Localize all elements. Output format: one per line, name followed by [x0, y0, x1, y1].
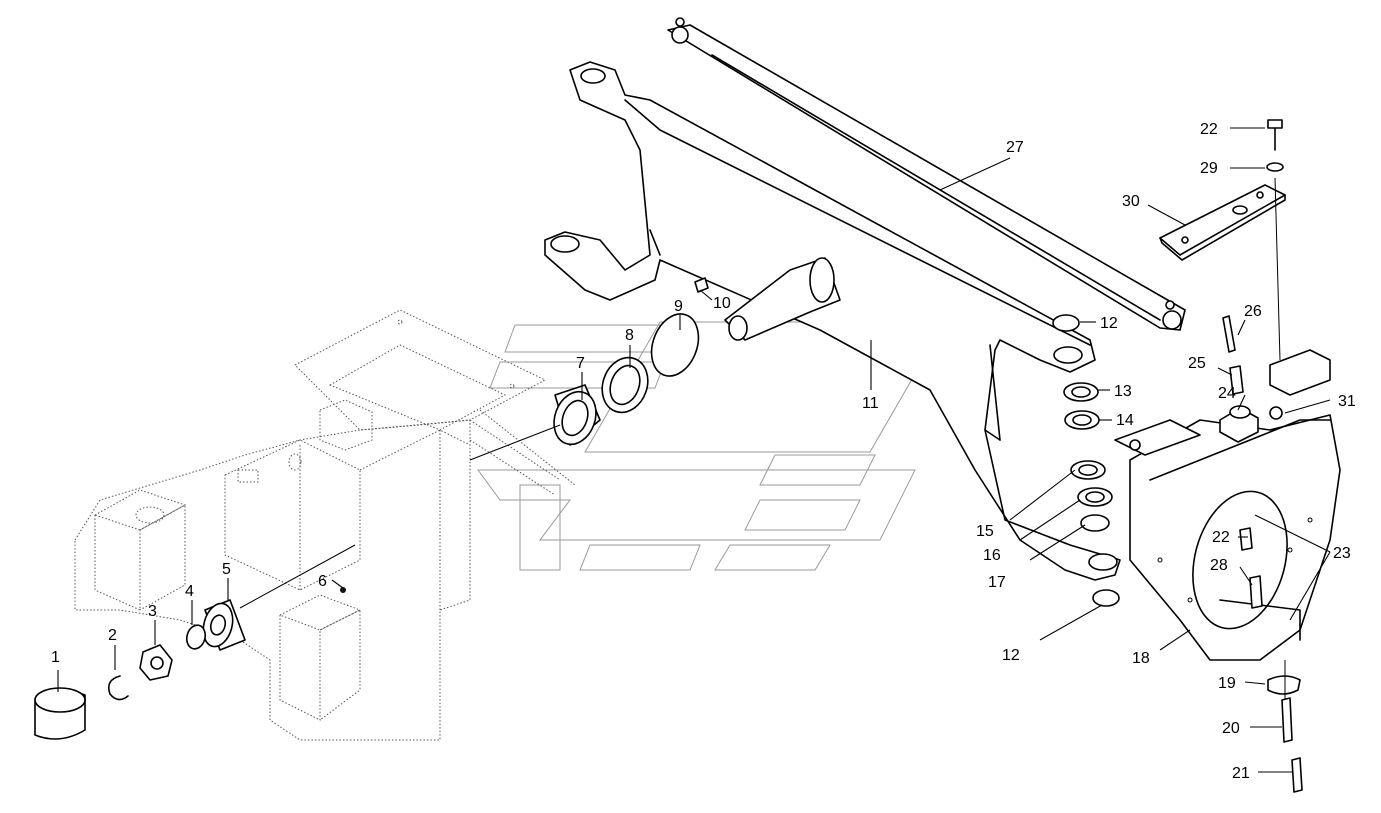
support-bracket: [1114, 349, 1341, 661]
callout-2: 2: [108, 627, 117, 644]
callout-5: 5: [222, 561, 231, 578]
callout-3: 3: [148, 603, 157, 620]
callout-20: 20: [1222, 720, 1240, 737]
callout-24: 24: [1218, 385, 1236, 402]
bolts-right: [1219, 119, 1303, 793]
callout-9: 9: [674, 298, 683, 315]
front-axle-beam: [544, 61, 1121, 581]
chassis-frame-outline: [74, 309, 576, 741]
callout-8: 8: [625, 327, 634, 344]
tie-rod: [667, 17, 1186, 331]
callout-4: 4: [185, 583, 194, 600]
left-hub-parts: [34, 544, 356, 740]
callout-29: 29: [1200, 160, 1218, 177]
pivot-shaft: [724, 257, 841, 341]
callout-7: 7: [576, 355, 585, 372]
callout-27: 27: [1006, 139, 1024, 156]
callout-31: 31: [1338, 393, 1356, 410]
callout-18: 18: [1132, 650, 1150, 667]
callout-6: 6: [318, 573, 327, 590]
right-bushings: [694, 277, 1120, 607]
callout-12-bottom: 12: [1002, 647, 1020, 664]
callout-15: 15: [976, 523, 994, 540]
callout-28: 28: [1210, 557, 1228, 574]
callout-19: 19: [1218, 675, 1236, 692]
callout-26: 26: [1244, 303, 1262, 320]
callout-16: 16: [983, 547, 1001, 564]
callout-30: 30: [1122, 193, 1140, 210]
callout-14: 14: [1116, 412, 1134, 429]
callout-22-top: 22: [1200, 121, 1218, 138]
callout-11: 11: [862, 395, 879, 412]
mounting-plate: [1159, 184, 1286, 261]
leader-lines: [57, 127, 1331, 773]
callout-1: 1: [51, 649, 60, 666]
callout-23: 23: [1333, 545, 1351, 562]
callout-21: 21: [1232, 765, 1250, 782]
bearing-assembly: [469, 313, 700, 461]
callout-numbers: 1 2 3 4 5 6 7 8 9 10 11 12 12 13 14 15 1…: [51, 121, 1356, 782]
callout-17: 17: [988, 574, 1006, 591]
callout-13: 13: [1114, 383, 1132, 400]
callout-22-mid: 22: [1212, 529, 1230, 546]
callout-25: 25: [1188, 355, 1206, 372]
callout-12-top: 12: [1100, 315, 1118, 332]
callout-10: 10: [713, 295, 731, 312]
